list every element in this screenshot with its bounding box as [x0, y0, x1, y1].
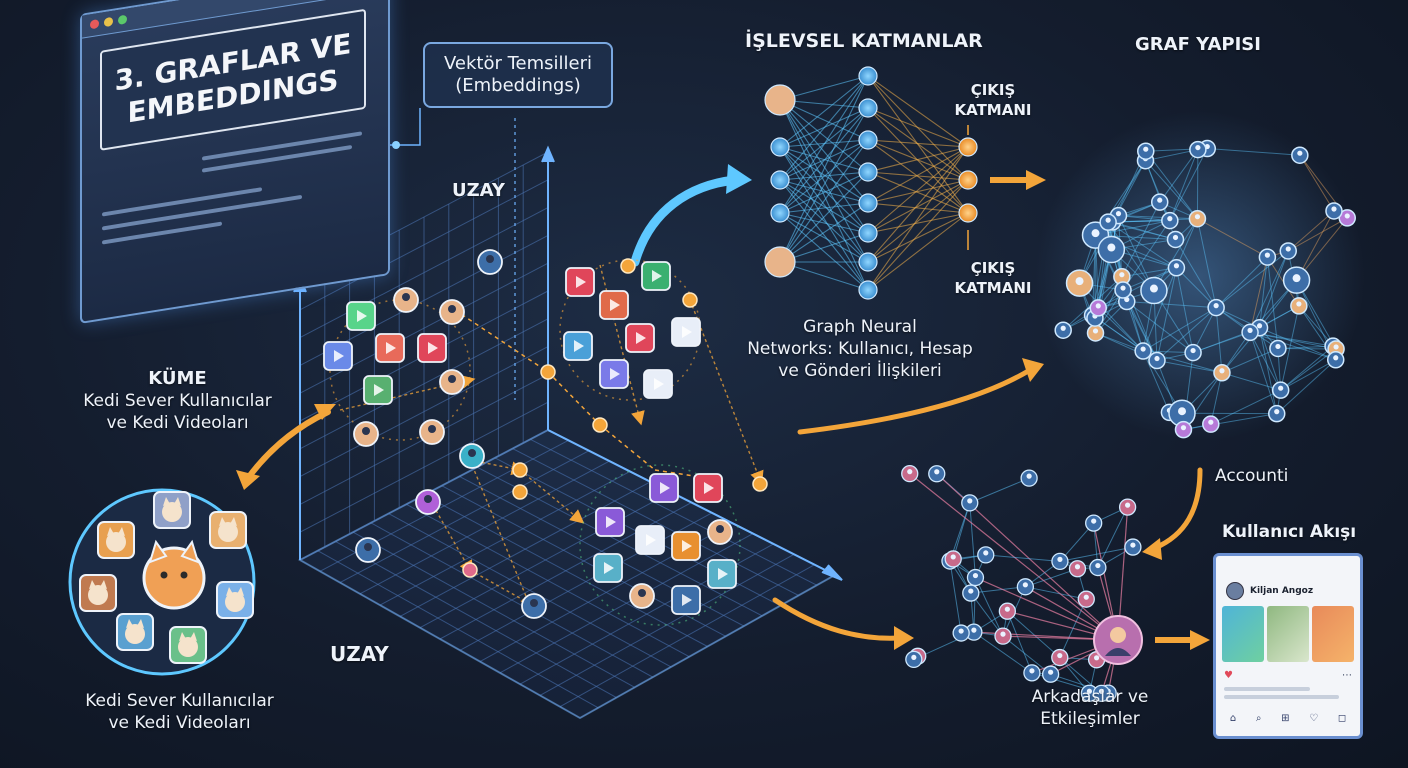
friends-nodes: [901, 465, 1143, 703]
cluster-label-line3: ve Kedi Videoları: [106, 413, 249, 433]
embedding-point: [512, 484, 528, 500]
account-label: Accounti: [1215, 466, 1289, 486]
post-image[interactable]: [1222, 606, 1264, 662]
neuron: [858, 280, 878, 300]
heart-icon[interactable]: ♥: [1224, 670, 1233, 681]
output-layer-bottom-line2: KATMANI: [954, 279, 1032, 297]
space-label-top: UZAY: [452, 180, 505, 201]
neuron: [958, 137, 978, 157]
arrow-to-graph: [797, 367, 1033, 435]
text-line: [1224, 687, 1311, 691]
cat-face-center: [142, 546, 206, 610]
cluster-caption-line2: ve Kedi Videoları: [108, 713, 251, 733]
gnn-label-line1: Graph Neural: [803, 317, 917, 337]
profile-icon[interactable]: ◻: [1337, 713, 1347, 724]
text-line: [102, 187, 262, 217]
arrow-graph-friends: [1152, 467, 1203, 551]
feed-user-name: Kiljan Angoz: [1250, 586, 1314, 596]
heart-outline-icon[interactable]: ♡: [1309, 713, 1319, 724]
feed-post-header: Kiljan Angoz: [1216, 556, 1360, 606]
neuron: [858, 66, 878, 86]
output-layer-label-top: ÇIKIŞ KATMANI: [948, 80, 1038, 120]
feed-post-images: [1216, 606, 1360, 662]
search-icon[interactable]: ⌕: [1255, 713, 1262, 724]
space-axes: [293, 118, 843, 581]
vector-label-line1: Vektör Temsilleri: [443, 53, 592, 74]
embedding-point: [512, 462, 528, 478]
output-layer-top-line2: KATMANI: [954, 101, 1032, 119]
cluster-label-title: KÜME: [148, 368, 207, 389]
text-line: [1224, 695, 1340, 699]
neuron: [770, 203, 790, 223]
maximize-dot-icon: [118, 14, 127, 25]
user-feed-card: Kiljan Angoz ♥ ⋯ ⌂ ⌕ ⊞ ♡ ◻: [1213, 553, 1363, 739]
functional-layers-title: İŞLEVSEL KATMANLAR: [745, 30, 983, 52]
feed-action-bar: ♥ ⋯: [1216, 662, 1360, 683]
output-layer-bottom-line1: ÇIKIŞ: [970, 259, 1016, 277]
cluster-label-line2: Kedi Sever Kullanıcılar: [83, 391, 272, 411]
embedding-point: [682, 292, 698, 308]
friends-label-line1: Arkadaşlar ve: [1031, 687, 1149, 707]
gnn-label-line2: Networks: Kullanıcı, Hesap: [747, 339, 973, 359]
space-label-bottom: UZAY: [330, 642, 389, 666]
friends-label-line2: Etkileşimler: [1040, 709, 1140, 729]
arrow-cluster: [245, 409, 331, 481]
neural-net-edges: [779, 75, 969, 291]
neuron: [770, 137, 790, 157]
graph-structure-title: GRAF YAPISI: [1135, 34, 1261, 55]
add-icon[interactable]: ⊞: [1281, 713, 1290, 724]
cluster-caption: Kedi Sever Kullanıcılar ve Kedi Videolar…: [62, 690, 297, 734]
title-card-window: 3. GRAFLAR VE EMBEDDINGS: [80, 0, 390, 325]
feed-title: Kullanıcı Akışı: [1222, 522, 1357, 542]
vector-label-line2: (Embeddings): [455, 75, 581, 96]
neuron: [858, 98, 878, 118]
more-icon[interactable]: ⋯: [1342, 670, 1352, 681]
embedding-point: [752, 476, 768, 492]
embedding-point: [462, 562, 478, 578]
title-box: 3. GRAFLAR VE EMBEDDINGS: [100, 8, 366, 151]
vector-embeddings-label: Vektör Temsilleri (Embeddings): [423, 42, 613, 108]
embedding-point: [592, 417, 608, 433]
output-layer-top-line1: ÇIKIŞ: [970, 81, 1016, 99]
page-title: 3. GRAFLAR VE EMBEDDINGS: [114, 27, 352, 130]
arrow-to-layers: [630, 175, 740, 267]
neuron: [858, 223, 878, 243]
text-line: [202, 144, 352, 173]
neuron: [770, 170, 790, 190]
neuron: [958, 170, 978, 190]
gnn-label-line3: ve Gönderi İlişkileri: [778, 361, 942, 381]
post-image[interactable]: [1312, 606, 1354, 662]
neuron: [858, 252, 878, 272]
post-image[interactable]: [1267, 606, 1309, 662]
minimize-dot-icon: [104, 16, 113, 28]
neuron: [764, 246, 796, 278]
gnn-label: Graph Neural Networks: Kullanıcı, Hesap …: [740, 316, 980, 382]
neuron: [858, 193, 878, 213]
neural-net-nodes: [764, 66, 978, 300]
cluster-label: KÜME Kedi Sever Kullanıcılar ve Kedi Vid…: [60, 368, 295, 434]
avatar: [1226, 582, 1244, 600]
neuron: [958, 203, 978, 223]
feed-nav-bar: ⌂ ⌕ ⊞ ♡ ◻: [1216, 703, 1360, 724]
graph-halo: [1035, 111, 1365, 441]
neuron: [858, 130, 878, 150]
embedding-items: [323, 249, 768, 619]
home-icon[interactable]: ⌂: [1229, 713, 1237, 724]
neuron: [764, 84, 796, 116]
graph-nodes: [1054, 139, 1356, 439]
output-layer-label-bottom: ÇIKIŞ KATMANI: [948, 258, 1038, 298]
cat-cluster-items: [79, 491, 254, 664]
arrow-to-friends: [772, 597, 903, 641]
friends-label: Arkadaşlar ve Etkileşimler: [1030, 686, 1150, 730]
cluster-caption-line1: Kedi Sever Kullanıcılar: [85, 691, 274, 711]
embedding-point: [620, 258, 636, 274]
title-connector: [388, 108, 421, 146]
embedding-point: [540, 364, 556, 380]
neuron: [858, 162, 878, 182]
close-dot-icon: [90, 18, 99, 30]
